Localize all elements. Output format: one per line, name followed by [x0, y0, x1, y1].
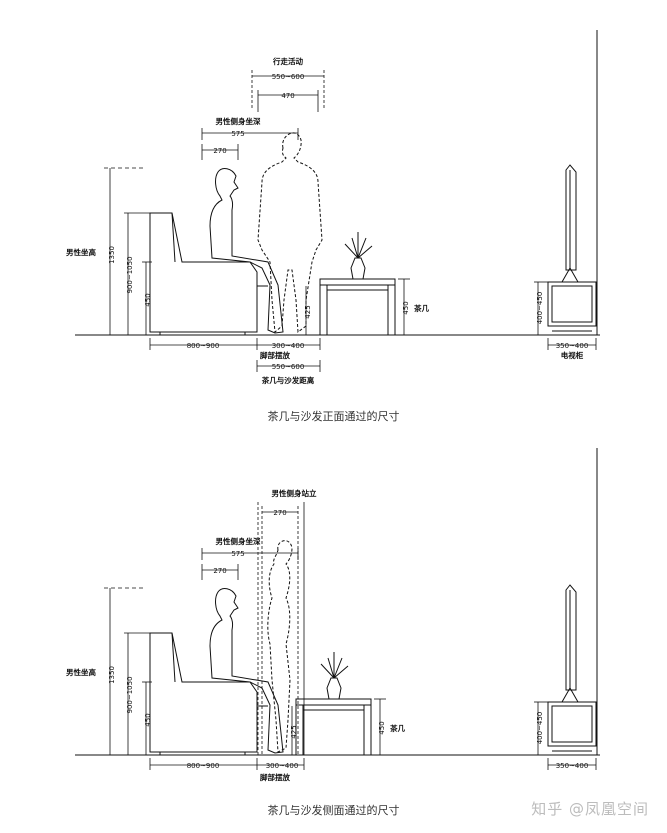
head-dim: 270: [213, 147, 226, 155]
gap-label: 茶几与沙发距离: [261, 375, 315, 385]
bottom-caption: 茶几与沙发侧面通过的尺寸: [267, 804, 400, 817]
feet-dim: 300~400: [266, 762, 299, 770]
feet-label: 脚部摆放: [260, 772, 290, 782]
h900-dim: 900~1050: [126, 256, 134, 293]
feet-dim: 300~400: [272, 342, 305, 350]
sofa-drawing: [149, 212, 268, 335]
walk-range-dim: 550~600: [272, 73, 305, 81]
sofa-width-dim: 800~900: [187, 342, 220, 350]
table-label: 茶几: [389, 723, 405, 733]
table-label: 茶几: [413, 303, 429, 313]
table-height-dim: 450: [402, 301, 410, 314]
tv-height-dim: 400~450: [536, 712, 544, 745]
tv-cabinet-drawing: [547, 164, 597, 332]
side-sit-dim: 575: [231, 130, 244, 138]
stand-dim: 270: [273, 509, 286, 517]
vase-drawing: [344, 232, 373, 280]
top-caption: 茶几与沙发正面通过的尺寸: [267, 410, 400, 423]
bottom-diagram: 男性侧身站立 270 男性侧身坐深 575 270 男性坐高 1350 900~…: [0, 430, 667, 833]
tv-height-dim: 400~450: [536, 292, 544, 325]
side-sit-dim: 575: [231, 550, 244, 558]
h450-dim: 450: [144, 713, 152, 726]
side-standing-person-dashed: [267, 540, 293, 753]
tv-width-dim: 350~400: [556, 342, 589, 350]
standing-person-dashed: [257, 132, 323, 334]
h450-dim: 450: [144, 293, 152, 306]
h1350-dim: 1350: [108, 666, 116, 684]
coffee-table-drawing: [295, 698, 372, 755]
h1350-dim: 1350: [108, 246, 116, 264]
coffee-table-drawing: [319, 278, 396, 335]
tv-label: 电视柜: [561, 350, 584, 360]
seat-height-label: 男性坐高: [66, 247, 96, 257]
side-sit-label: 男性侧身坐深: [216, 116, 261, 126]
dimension-lines: [104, 502, 597, 770]
watermark: 知乎 @凤凰空间: [531, 800, 649, 818]
head-dim: 270: [213, 567, 226, 575]
h425-dim: 425: [290, 725, 298, 738]
seat-height-label: 男性坐高: [66, 667, 96, 677]
side-sit-label: 男性侧身坐深: [216, 536, 261, 546]
sofa-drawing: [149, 632, 268, 755]
sofa-width-dim: 800~900: [187, 762, 220, 770]
top-diagram: 行走活动 550~600 470 男性侧身坐深 575 270 男性坐高 135…: [66, 30, 600, 423]
walk-label: 行走活动: [272, 56, 303, 66]
h425-dim: 425: [304, 305, 312, 318]
table-height-dim: 450: [378, 721, 386, 734]
seated-person-drawing: [209, 168, 284, 334]
gap-dim: 550~600: [272, 363, 305, 371]
walk-inner-dim: 470: [281, 92, 294, 100]
seated-person-drawing: [209, 588, 284, 754]
tv-width-dim: 350~400: [556, 762, 589, 770]
vase-drawing: [320, 652, 349, 700]
bottom-drawing: 男性侧身站立 270 男性侧身坐深 575 270 男性坐高 1350 900~…: [66, 448, 600, 782]
dimension-lines: [104, 70, 597, 372]
tv-cabinet-drawing: [547, 584, 597, 752]
h900-dim: 900~1050: [126, 676, 134, 713]
feet-label: 脚部摆放: [260, 350, 290, 360]
top-drawing: 行走活动 550~600 470 男性侧身坐深 575 270 男性坐高 135…: [66, 30, 600, 385]
stand-label: 男性侧身站立: [272, 488, 317, 498]
